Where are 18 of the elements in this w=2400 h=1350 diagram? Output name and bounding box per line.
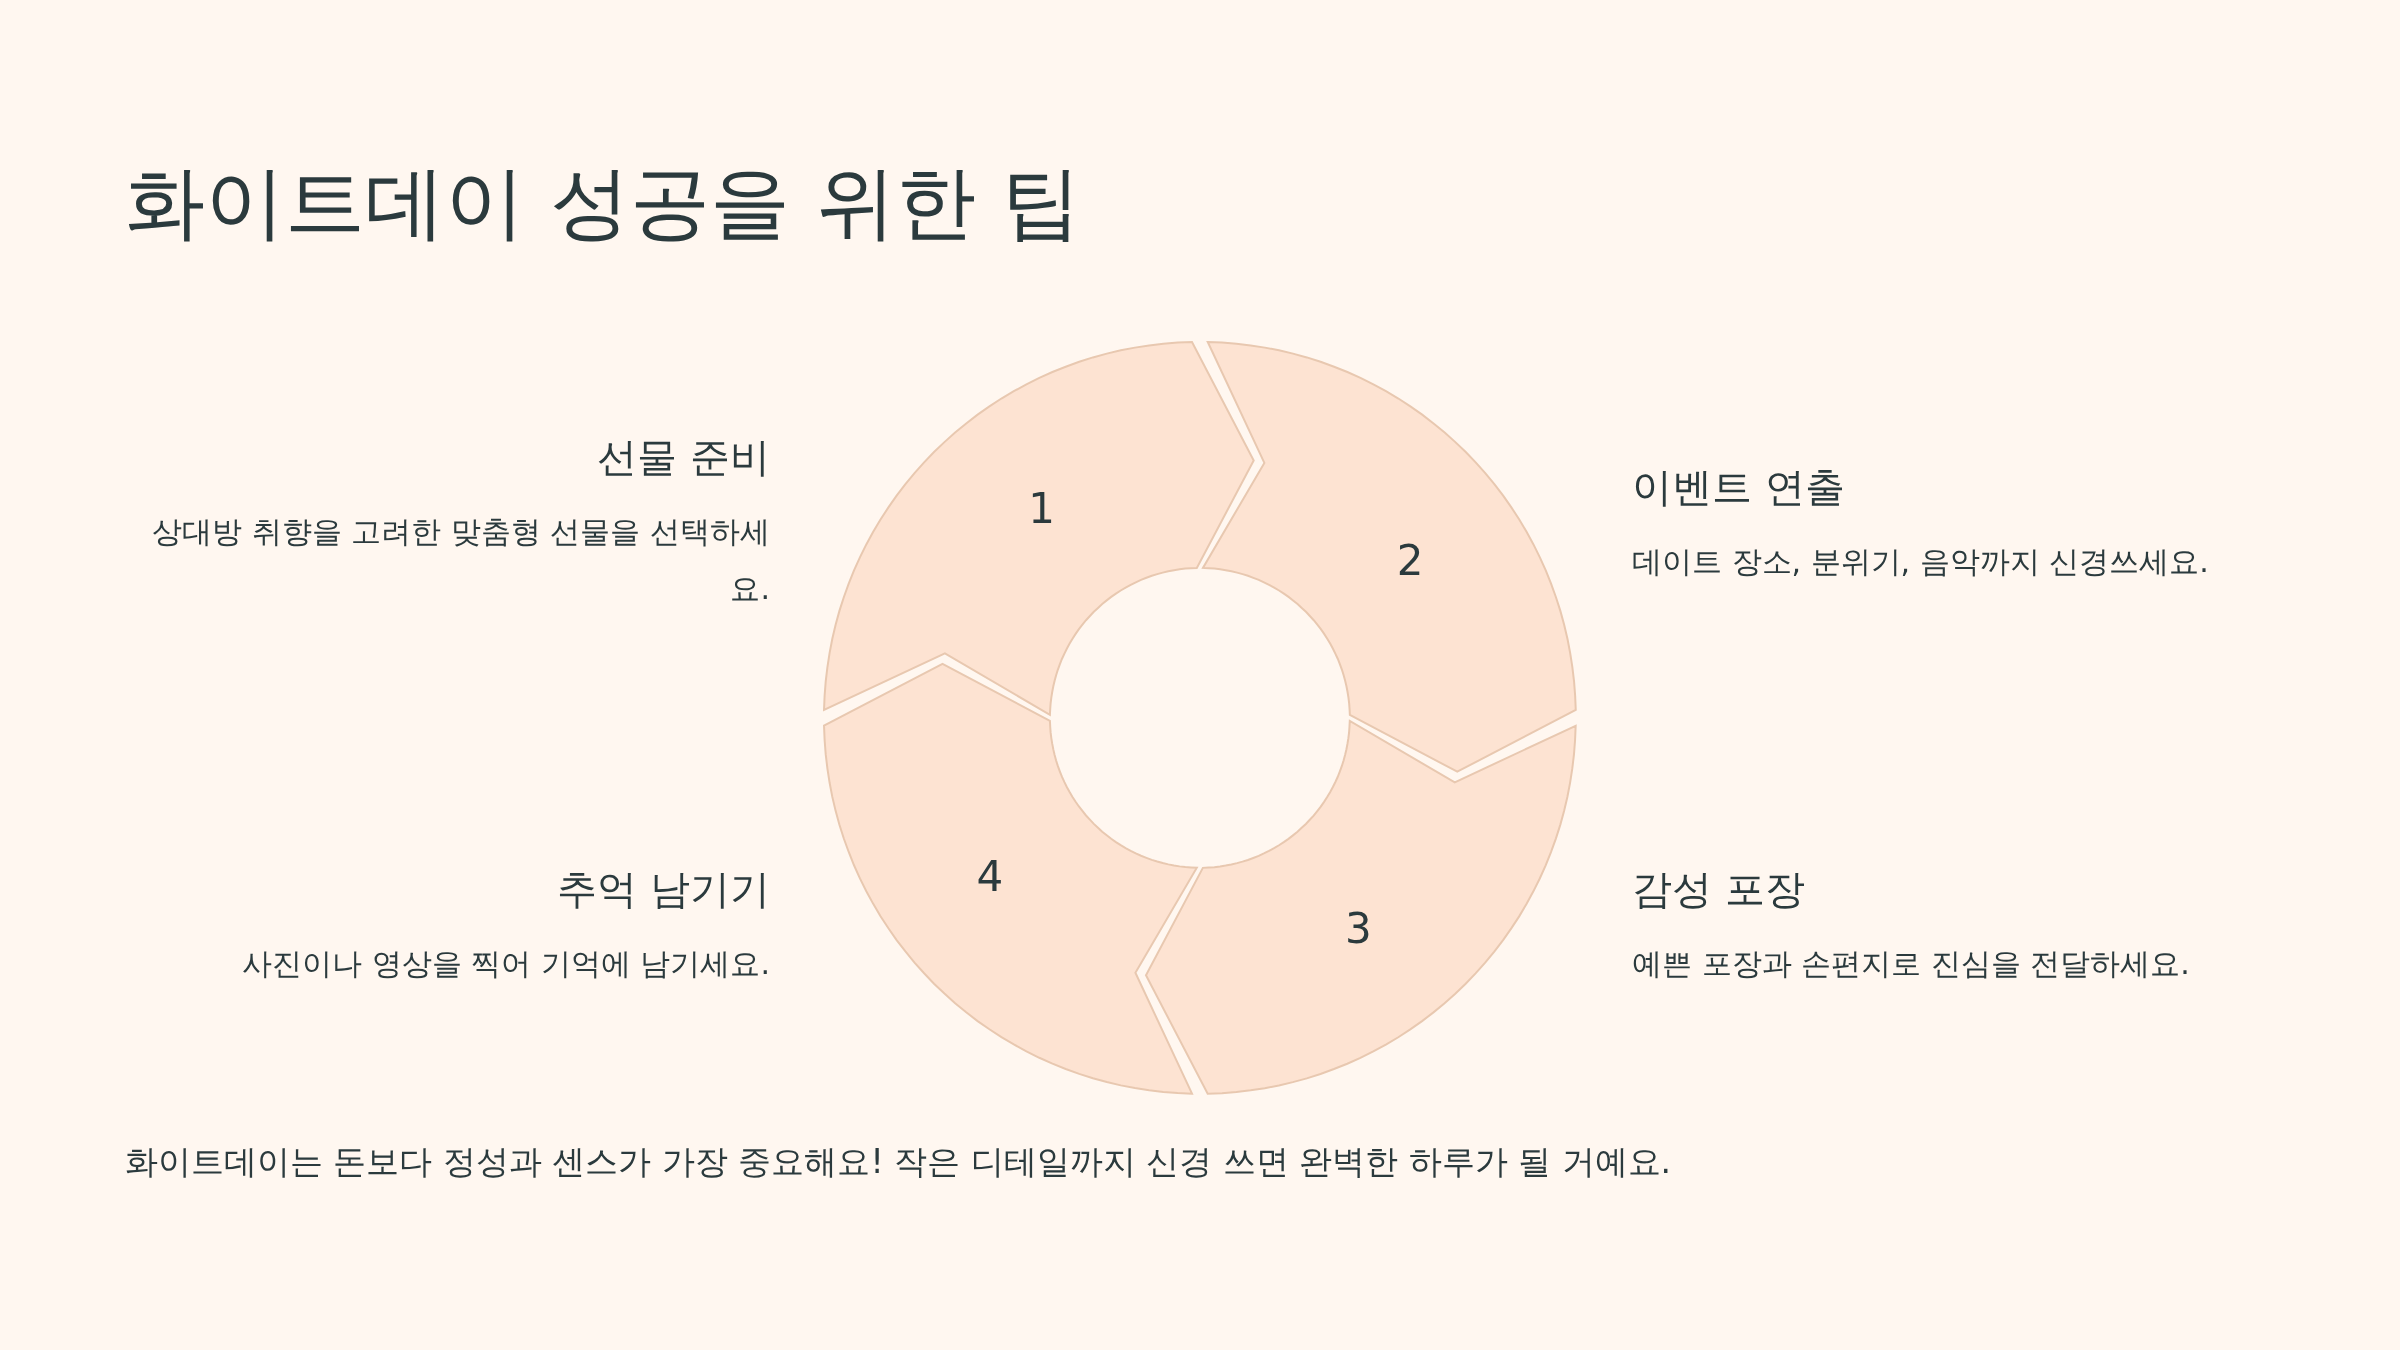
arrow-segment (822, 340, 1256, 717)
step-number: 4 (976, 851, 1004, 901)
arrow-segment (1144, 719, 1578, 1096)
tip-heading: 이벤트 연출 (1632, 463, 1846, 512)
step-number: 3 (1344, 903, 1372, 953)
tip-heading: 선물 준비 (596, 433, 770, 482)
caption: 화이트데이는 돈보다 정성과 센스가 가장 중요해요! 작은 디테일까지 신경 쓰면 완벽한 하루가 될 거예요. (125, 1141, 1672, 1183)
tip-description: 사진이나 영상을 찍어 기억에 남기세요. (241, 945, 770, 983)
arrow-segment (822, 662, 1199, 1096)
tip-description: 데이트 장소, 분위기, 음악까지 신경쓰세요. (1632, 543, 2210, 581)
tip-heading: 추억 남기기 (556, 865, 770, 914)
arrow-segment (1201, 340, 1578, 774)
step-number: 2 (1396, 535, 1424, 585)
tip-heading: 감성 포장 (1632, 865, 1806, 914)
title: 화이트데이 성공을 위한 팁 (125, 155, 1082, 251)
tip-description: 예쁜 포장과 손편지로 진심을 전달하세요. (1632, 945, 2191, 983)
tip-description: 상대방 취향을 고려한 맞춤형 선물을 선택하세요. (151, 513, 770, 608)
step-number: 1 (1028, 483, 1056, 533)
